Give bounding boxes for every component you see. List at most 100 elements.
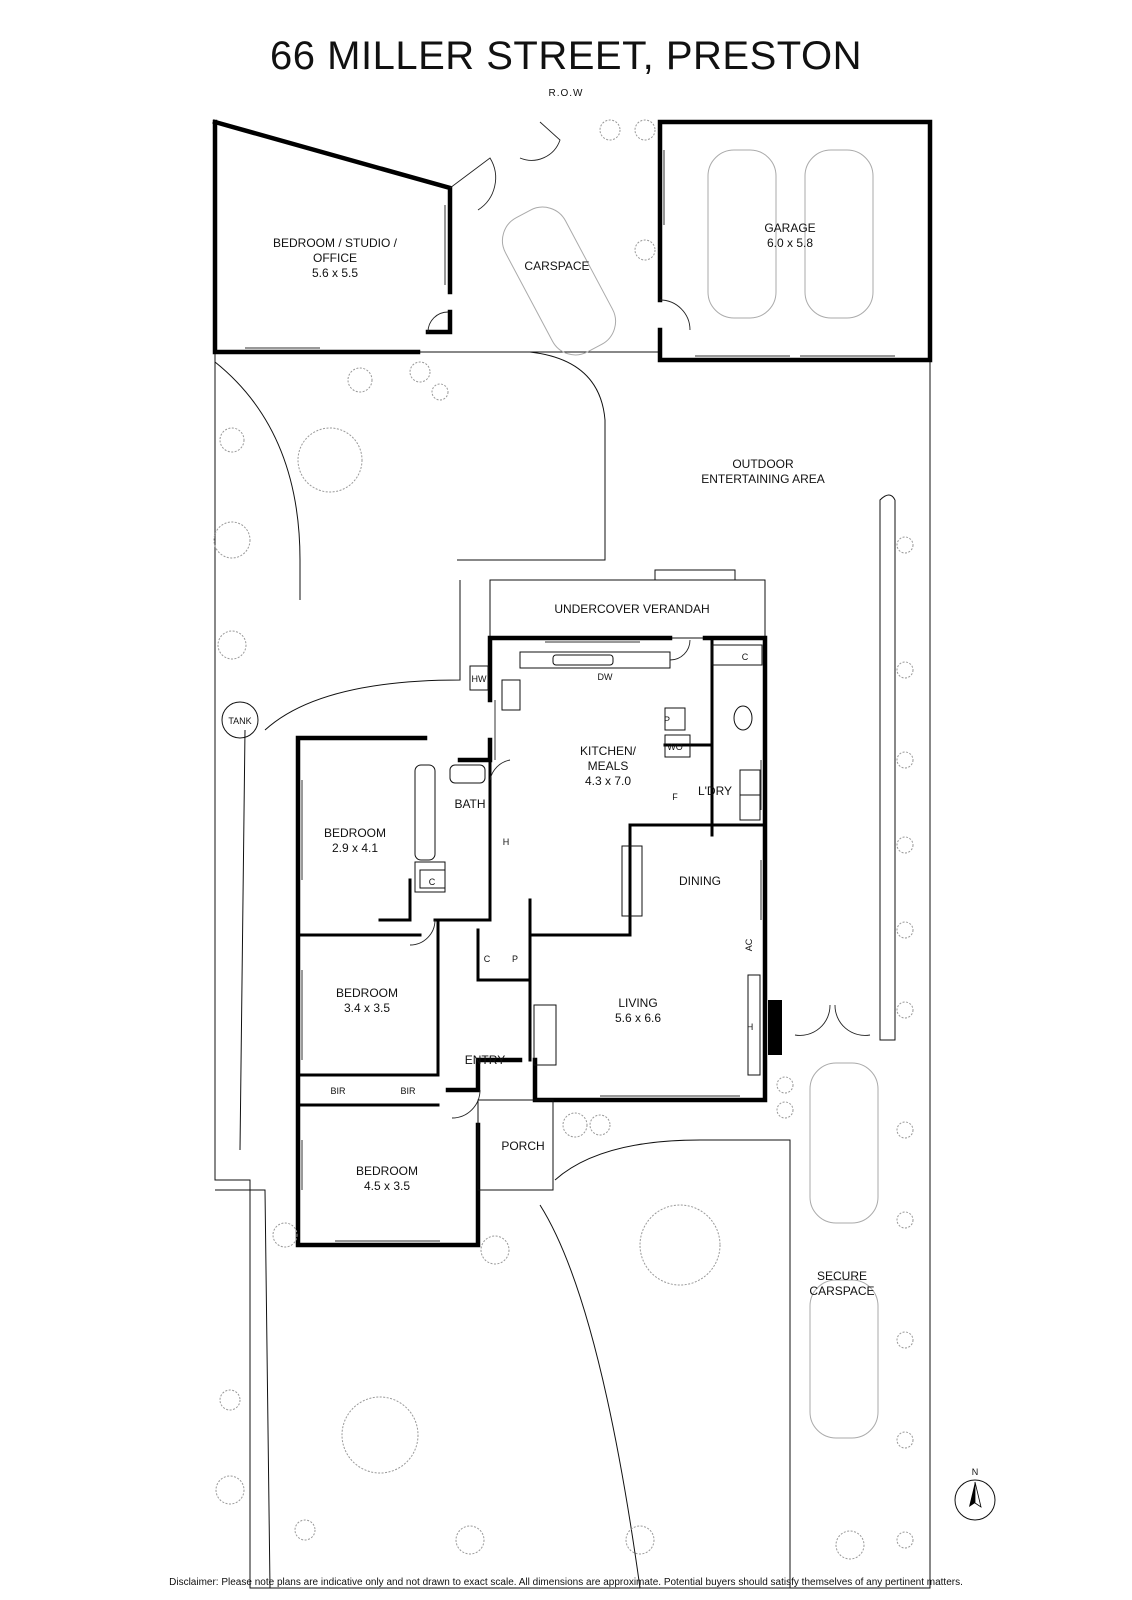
plan-title: 66 MILLER STREET, PRESTON: [270, 34, 862, 78]
bedroom2-label: BEDROOM: [336, 986, 398, 1000]
tree: [294, 1519, 316, 1541]
verandah-door: [669, 639, 691, 661]
tree: [589, 1114, 611, 1136]
ac-label: AC: [744, 938, 754, 951]
tree: [215, 1475, 245, 1505]
laundry-trough-1: [739, 769, 761, 796]
carspace-label: CARSPACE: [524, 259, 589, 273]
bir-label-1: BIR: [330, 1086, 346, 1096]
wc-cupboard: [711, 644, 763, 666]
living-cupboard: [533, 1004, 557, 1066]
hw-label: HW: [472, 674, 487, 684]
disclaimer: Disclaimer: Please note plans are indica…: [169, 1577, 963, 1588]
kitchen-label-2: MEALS: [588, 759, 629, 773]
tree: [639, 1204, 721, 1286]
tree: [776, 1101, 794, 1119]
basin: [449, 764, 486, 784]
kitchen-sink: [552, 654, 614, 666]
tree: [431, 383, 449, 401]
bedroom3-label: BEDROOM: [356, 1164, 418, 1178]
tree: [347, 367, 373, 393]
hall-p-label: P: [512, 954, 518, 964]
hw-unit: [469, 665, 489, 691]
north-compass: N: [954, 1467, 996, 1521]
pantry-label: P: [664, 715, 670, 725]
tree: [625, 1525, 655, 1555]
studio-gate: [449, 157, 497, 211]
row-label: R.O.W: [548, 88, 584, 99]
tree: [634, 119, 656, 141]
interior-walls: [296, 636, 767, 1107]
secure-carspace-label-1: SECURE: [817, 1269, 867, 1283]
tree: [455, 1525, 485, 1555]
tree: [896, 921, 914, 939]
house-walls: [295, 635, 768, 1248]
garden-curve: [554, 1139, 791, 1588]
tree: [896, 536, 914, 554]
tree: [341, 1396, 419, 1474]
kitchen-h-label: H: [503, 837, 510, 847]
secure-carspace-label-2: CARSPACE: [809, 1284, 874, 1298]
bath-c-label: C: [429, 877, 436, 887]
garage-walls: [657, 119, 933, 363]
pantry-p: [664, 707, 686, 731]
bedroom3-door: [451, 1089, 481, 1119]
side-path: [879, 494, 896, 1041]
tree: [599, 119, 621, 141]
garage-side-door: [659, 299, 691, 331]
studio-size: 5.6 x 5.5: [312, 266, 358, 280]
cooktop: [501, 679, 521, 711]
tree: [272, 1222, 298, 1248]
tree: [896, 836, 914, 854]
tree: [219, 427, 245, 453]
tree: [896, 1211, 914, 1229]
heater-unit: [747, 974, 761, 1076]
compass-arrow: [969, 1482, 975, 1507]
verandah-label: UNDERCOVER VERANDAH: [554, 602, 709, 616]
bath-cupboard: [419, 869, 446, 889]
water-tank: [221, 701, 259, 739]
bedroom1-label: BEDROOM: [324, 826, 386, 840]
tree: [409, 361, 431, 383]
dining-label: DINING: [679, 874, 721, 888]
wo-label: WO: [667, 742, 683, 752]
dw-label: DW: [598, 672, 613, 682]
tank-path: [239, 580, 461, 1151]
bedroom3-size: 4.5 x 3.5: [364, 1179, 410, 1193]
verandah-step: [654, 569, 736, 581]
outdoor-label-2: ENTERTAINING AREA: [701, 472, 825, 486]
tree: [835, 1530, 865, 1560]
garage-size: 6.0 x 5.8: [767, 236, 813, 250]
laundry-trough-2: [739, 794, 761, 821]
wo-unit: [664, 734, 691, 758]
kitchen-size: 4.3 x 7.0: [585, 774, 631, 788]
driveway-curve: [457, 351, 606, 561]
kitchen-bench: [519, 651, 671, 669]
tree: [219, 1389, 241, 1411]
porch-outline: [477, 1099, 554, 1191]
outdoor-label-1: OUTDOOR: [732, 457, 794, 471]
tree: [297, 427, 363, 493]
dining-cupboard: [621, 845, 643, 917]
tree: [213, 521, 251, 559]
hall-c-label: C: [484, 954, 491, 964]
tree: [562, 1112, 588, 1138]
fireplace: [768, 1000, 782, 1055]
garage-car-2: [804, 149, 874, 319]
side-gate: [794, 1004, 871, 1036]
bathtub: [414, 764, 436, 861]
tree: [896, 1431, 914, 1449]
tree: [896, 1531, 914, 1549]
tree: [217, 630, 247, 660]
carspace-car: [501, 206, 617, 356]
compass-north-label: N: [972, 1467, 979, 1477]
laundry-label: L'DRY: [698, 784, 732, 798]
tree: [896, 751, 914, 769]
bedroom1-size: 2.9 x 4.1: [332, 841, 378, 855]
site-boundary: [214, 122, 931, 1589]
garage-car-1: [707, 149, 777, 319]
path-curve-left: [214, 361, 301, 600]
tree: [896, 1121, 914, 1139]
tree: [776, 1076, 794, 1094]
